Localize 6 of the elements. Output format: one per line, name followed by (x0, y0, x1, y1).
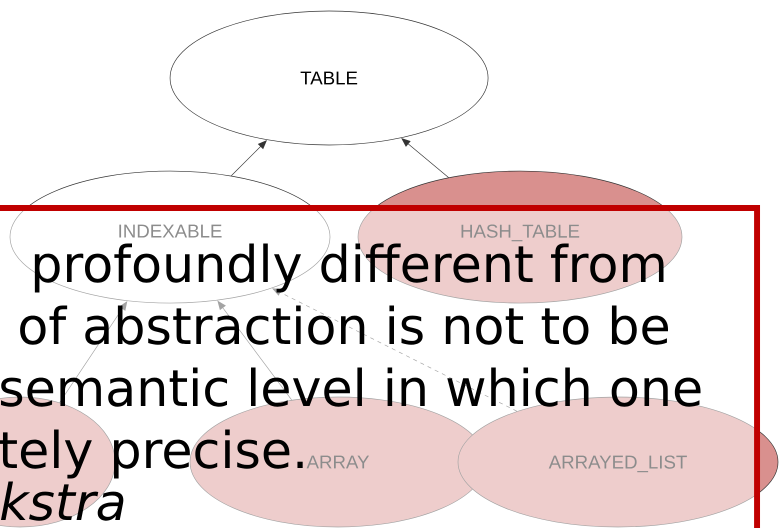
quote-text: tely precise. (0, 430, 303, 479)
quote-text: kstra (0, 482, 124, 521)
arrow (59, 301, 128, 403)
quote-text: profoundly different from (34, 244, 664, 293)
quote-text: of abstraction is not to be (20, 306, 668, 345)
ellipse-node: TABLE (170, 10, 488, 146)
